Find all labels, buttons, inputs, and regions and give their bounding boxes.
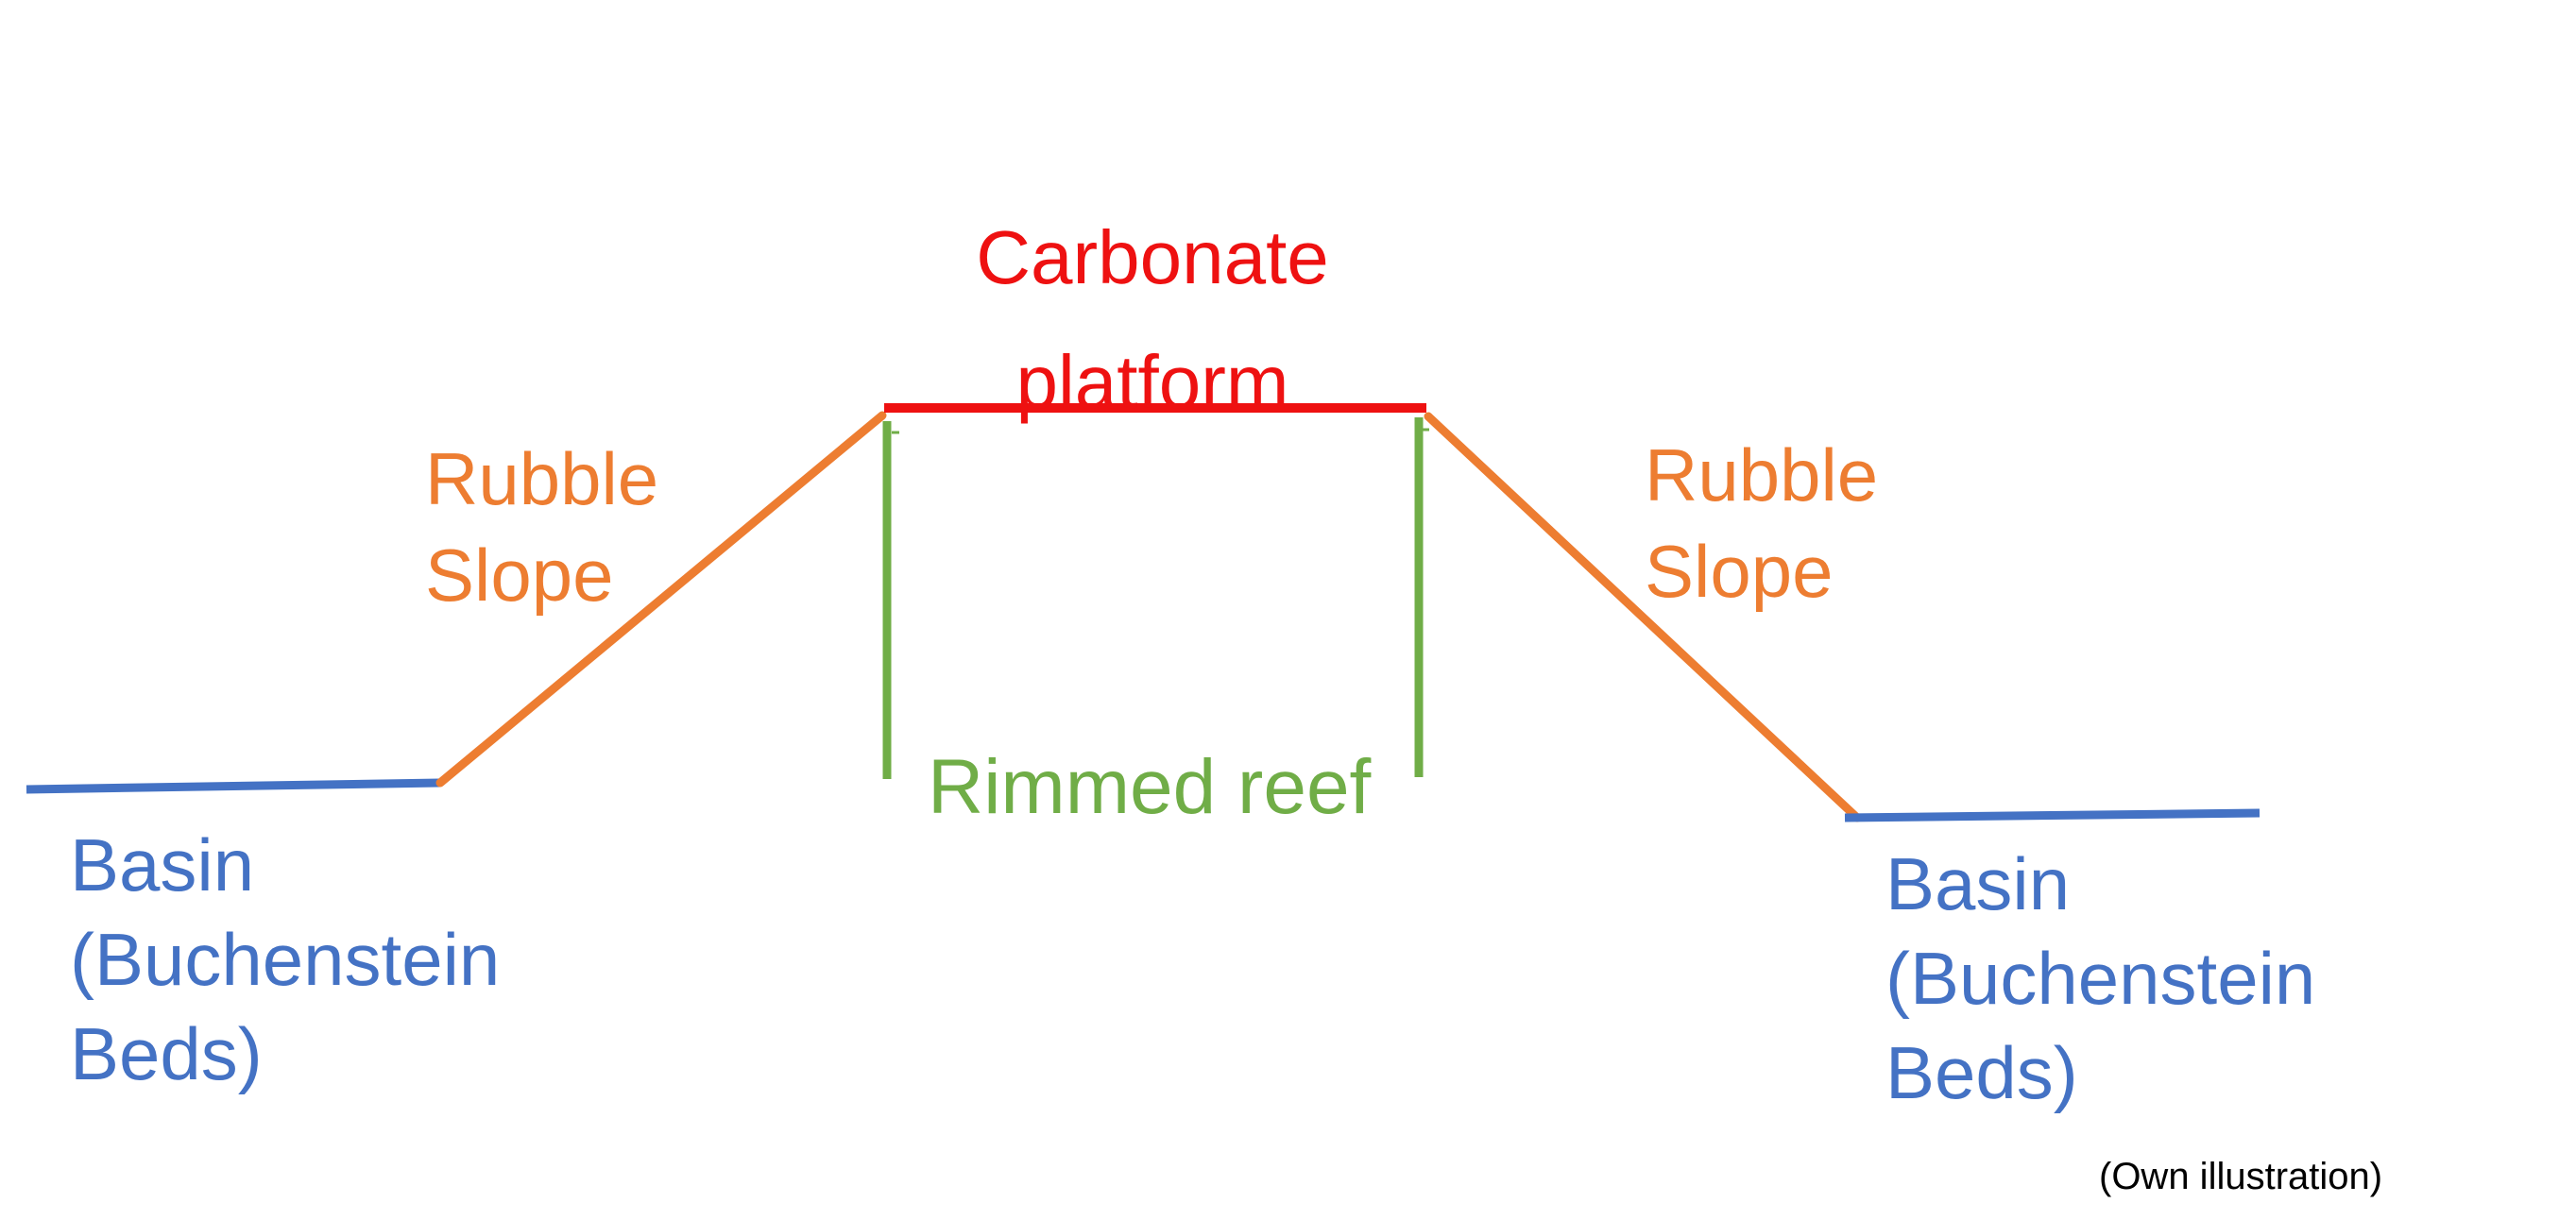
left-basin-line [26,778,441,794]
right-rubble-slope-label-line-1: Rubble [1645,433,1879,517]
right-rubble-slope-line [1424,412,1862,822]
carbonate-platform-label: Carbonate platform [973,195,1332,445]
left-rubble-slope-line [435,411,887,788]
right-basin-label-line-1: Basin [1885,842,2071,925]
right-basin-label-line-2: (Buchenstein [1885,937,2316,1020]
right-rubble-slope-label-line-2: Slope [1645,530,1834,613]
left-rubble-slope-label-line-2: Slope [425,534,614,617]
left-rubble-slope-label-line-1: Rubble [425,437,659,520]
left-rubble-slope-label: Rubble Slope [425,431,658,623]
source-note: (Own illustration) [2099,1156,2383,1197]
carbonate-platform-label-line-2: platform [1015,340,1289,424]
carbonate-platform-label-line-1: Carbonate [976,215,1329,299]
right-basin-label-line-3: Beds) [1885,1031,2078,1114]
left-basin-label-line-1: Basin [70,823,255,907]
right-basin-label: Basin (Buchenstein Beds) [1885,837,2315,1120]
right-rubble-slope-label: Rubble Slope [1645,427,1878,619]
left-basin-label-line-3: Beds) [70,1012,263,1095]
left-basin-label-line-2: (Buchenstein [70,918,501,1001]
left-basin-label: Basin (Buchenstein Beds) [70,818,500,1101]
rimmed-reef-label: Rimmed reef [928,744,1372,830]
right-basin-line [1844,808,2260,822]
